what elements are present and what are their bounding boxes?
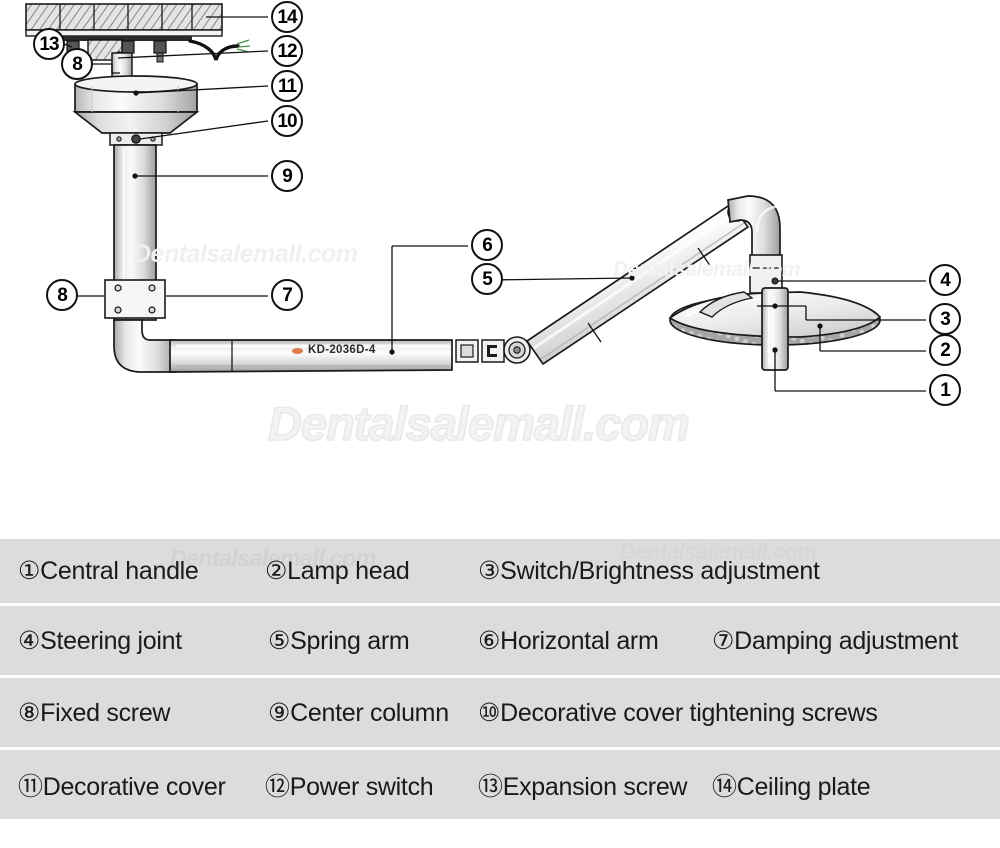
legend-num-14: ⑭	[712, 772, 737, 801]
decorative-cover-group	[72, 75, 200, 134]
leader-lines	[63, 16, 926, 392]
legend-item-4[interactable]: ④Steering joint	[18, 626, 182, 656]
legend-item-1[interactable]: ①Central handle	[18, 556, 199, 586]
legend-num-12: ⑫	[265, 772, 290, 801]
legend-item-3[interactable]: ③Switch/Brightness adjustment	[478, 556, 820, 586]
legend-text-10: Decorative cover tightening screws	[500, 698, 878, 727]
callout-14-ceiling-plate[interactable]: 14	[271, 1, 303, 33]
brand-logo-mark	[292, 348, 303, 354]
legend-item-11[interactable]: ⑪Decorative cover	[18, 767, 226, 803]
ceiling-plate-group	[25, 3, 223, 41]
legend-text-6: Horizontal arm	[500, 626, 659, 655]
callout-9-center-column[interactable]: 9	[271, 160, 303, 192]
legend-item-12[interactable]: ⑫Power switch	[265, 767, 434, 803]
legend-item-5[interactable]: ⑤Spring arm	[268, 626, 410, 656]
model-number-label: KD-2036D-4	[308, 344, 376, 356]
parts-legend: Dentalsalemall.com Dentalsalemall.com ①C…	[0, 536, 1000, 848]
legend-row-3: ⑧Fixed screw ⑨Center column ⑩Decorative …	[0, 678, 1000, 750]
callout-8-fixed-screw-top[interactable]: 8	[61, 48, 93, 80]
legend-text-9: Center column	[290, 698, 449, 727]
spring-arm-group	[525, 202, 750, 366]
legend-num-11: ⑪	[18, 772, 43, 801]
legend-num-10: ⑩	[478, 698, 501, 727]
legend-text-13: Expansion screw	[502, 772, 688, 801]
callout-2-lamp-head[interactable]: 2	[929, 334, 961, 366]
legend-item-6[interactable]: ⑥Horizontal arm	[478, 626, 659, 656]
legend-item-13[interactable]: ⑬Expansion screw	[478, 767, 687, 803]
callout-8-fixed-screw[interactable]: 8	[46, 279, 78, 311]
callout-12-power-switch[interactable]: 12	[271, 35, 303, 67]
callout-10-cover-tightening-screws[interactable]: 10	[271, 105, 303, 137]
damping-adjustment-group	[104, 279, 166, 319]
callout-6-horizontal-arm[interactable]: 6	[471, 229, 503, 261]
legend-item-9[interactable]: ⑨Center column	[268, 698, 449, 728]
diagram-area: KD-2036D-4 Dentalsalemall.com Dentalsale…	[25, 1, 961, 451]
legend-num-9: ⑨	[268, 698, 291, 727]
legend-num-1: ①	[18, 557, 41, 585]
callout-13-expansion-screw[interactable]: 13	[33, 28, 65, 60]
legend-item-2[interactable]: ②Lamp head	[265, 556, 410, 586]
product-illustration	[25, 3, 926, 392]
cover-tightening-screws-group	[109, 132, 163, 146]
legend-item-10[interactable]: ⑩Decorative cover tightening screws	[478, 698, 878, 728]
callout-3-switch-brightness[interactable]: 3	[929, 303, 961, 335]
leader-anchor-dots	[132, 90, 823, 355]
legend-text-11: Decorative cover	[42, 772, 226, 801]
legend-text-14: Ceiling plate	[736, 772, 871, 801]
legend-num-8: ⑧	[18, 698, 41, 727]
legend-row-2: ④Steering joint ⑤Spring arm ⑥Horizontal …	[0, 606, 1000, 678]
switch-brightness-band	[698, 291, 754, 318]
legend-text-2: Lamp head	[287, 557, 410, 585]
horizontal-arm-group	[169, 339, 453, 373]
legend-text-4: Steering joint	[40, 626, 182, 655]
legend-num-13: ⑬	[478, 772, 503, 801]
legend-num-3: ③	[478, 557, 501, 585]
legend-text-7: Damping adjustment	[734, 626, 959, 655]
legend-text-12: Power switch	[289, 772, 434, 801]
legend-row-1: Dentalsalemall.com Dentalsalemall.com ①C…	[0, 536, 1000, 606]
legend-text-3: Switch/Brightness adjustment	[500, 557, 820, 585]
legend-text-1: Central handle	[40, 557, 199, 585]
callout-7-damping-adjustment[interactable]: 7	[271, 279, 303, 311]
callout-4-steering-joint[interactable]: 4	[929, 264, 961, 296]
callout-5-spring-arm[interactable]: 5	[471, 263, 503, 295]
legend-text-5: Spring arm	[290, 626, 410, 655]
legend-item-7[interactable]: ⑦Damping adjustment	[712, 626, 958, 656]
legend-text-8: Fixed screw	[40, 698, 171, 727]
legend-num-7: ⑦	[712, 626, 735, 655]
legend-item-8[interactable]: ⑧Fixed screw	[18, 698, 170, 728]
callout-11-decorative-cover[interactable]: 11	[271, 70, 303, 102]
legend-num-4: ④	[18, 626, 41, 655]
callout-1-central-handle[interactable]: 1	[929, 374, 961, 406]
legend-num-2: ②	[265, 557, 288, 585]
legend-item-14[interactable]: ⑭Ceiling plate	[712, 767, 871, 803]
legend-num-5: ⑤	[268, 626, 291, 655]
legend-num-6: ⑥	[478, 626, 501, 655]
arm-connector-group	[455, 336, 531, 364]
legend-row-4: ⑪Decorative cover ⑫Power switch ⑬Expansi…	[0, 750, 1000, 822]
